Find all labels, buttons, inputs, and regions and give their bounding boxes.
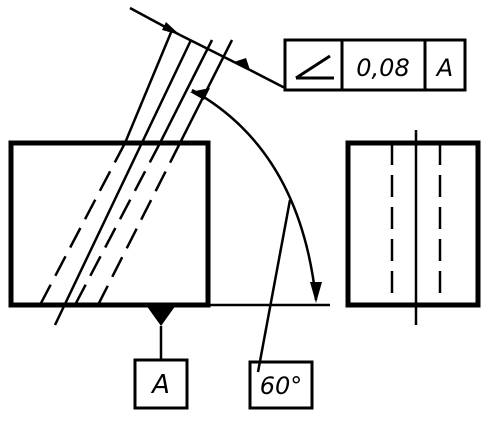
slot-centerline bbox=[53, 39, 193, 326]
angle-arc bbox=[191, 88, 318, 301]
tolerance-frame: 0,08 A bbox=[283, 38, 467, 92]
slot-inner-edge bbox=[158, 39, 214, 144]
inclined-slot bbox=[38, 29, 234, 326]
slot-left-edge bbox=[123, 29, 174, 144]
angle-arrow-bottom-icon bbox=[310, 282, 322, 303]
tolerance-frame-border bbox=[283, 38, 467, 92]
slot-hidden-mid bbox=[73, 142, 162, 306]
angle-arrow-top-icon bbox=[190, 88, 210, 100]
angle-box bbox=[248, 360, 314, 410]
side-view-outline bbox=[345, 140, 481, 308]
leader-to-frame bbox=[249, 68, 286, 90]
angle-leader bbox=[256, 199, 292, 373]
datum-label: A bbox=[150, 370, 170, 400]
datum-reference: A bbox=[435, 54, 453, 82]
datum-box bbox=[133, 358, 189, 410]
angularity-symbol-icon bbox=[295, 54, 334, 80]
leader-arrow-top-icon bbox=[162, 22, 180, 35]
slot-hidden-left bbox=[38, 142, 127, 306]
angle-label: 60° bbox=[260, 372, 303, 400]
slot-hidden-right bbox=[96, 142, 182, 306]
datum-triangle-icon bbox=[146, 305, 176, 326]
tolerance-value: 0,08 bbox=[356, 54, 409, 82]
side-view-hidden-lines bbox=[390, 143, 442, 305]
leader-arrow-bottom-icon bbox=[234, 58, 250, 70]
front-view-outline bbox=[8, 140, 211, 308]
